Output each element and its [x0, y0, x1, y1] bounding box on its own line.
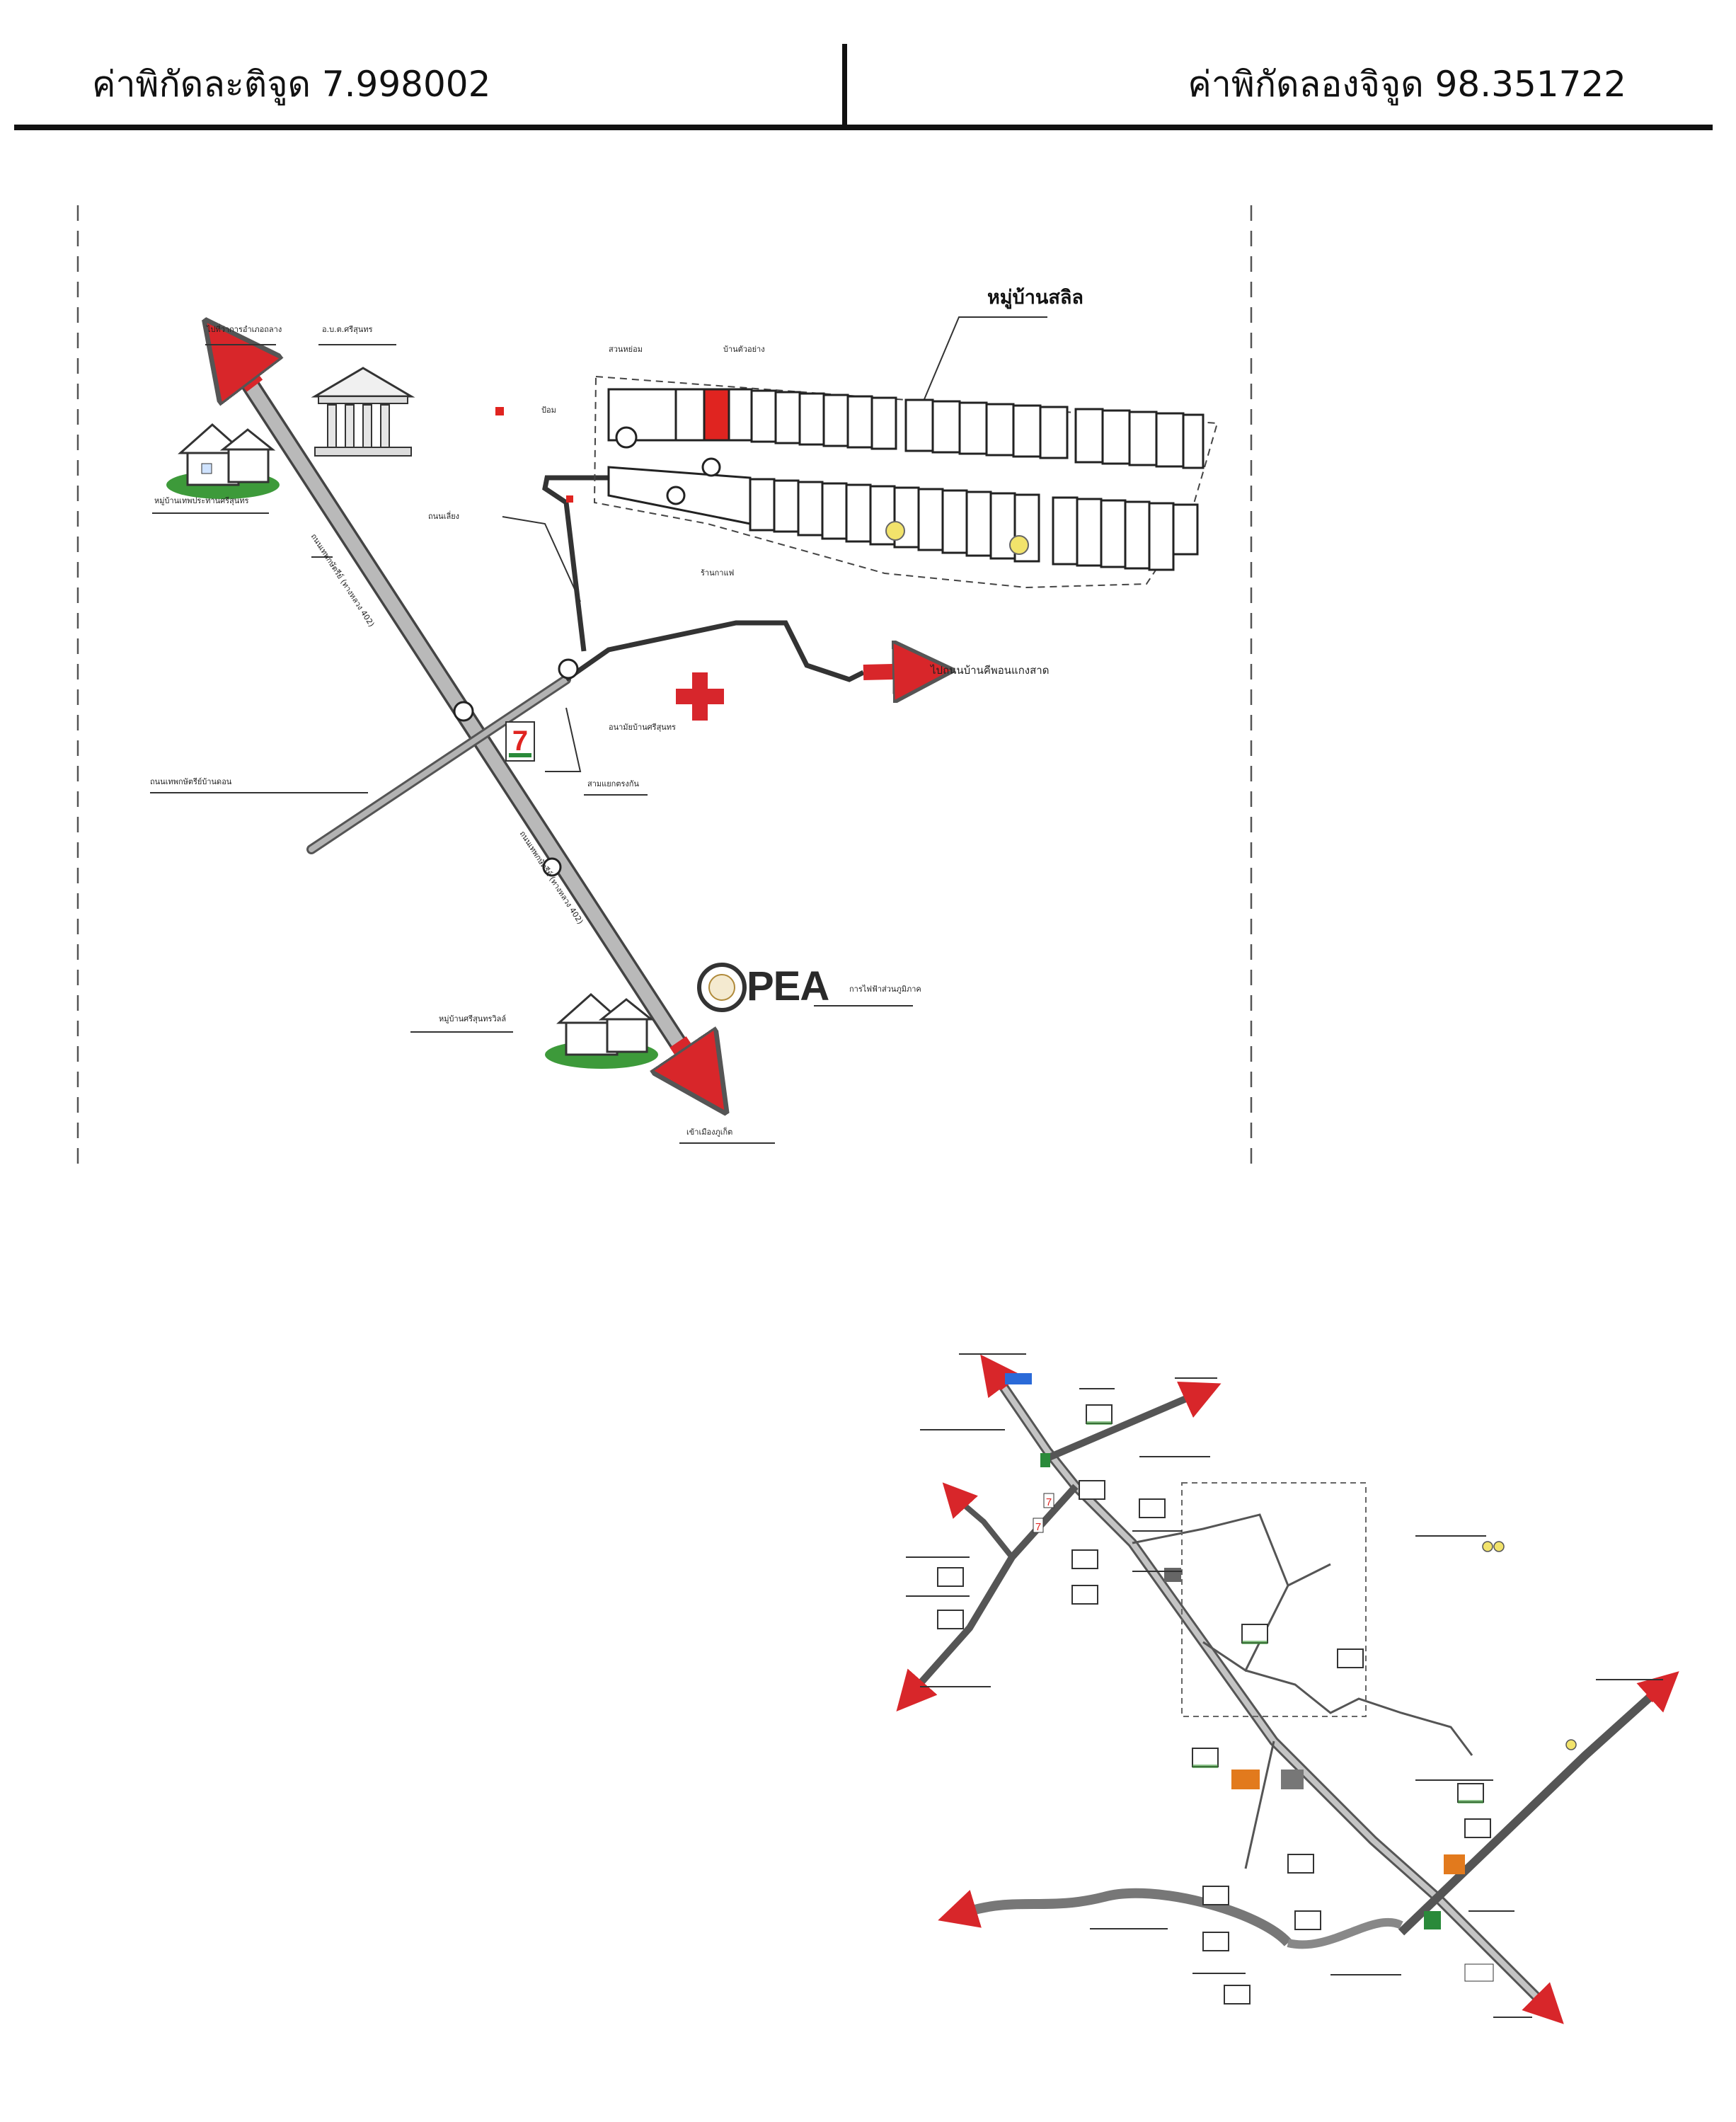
lower-landmark-icon	[1040, 1453, 1050, 1467]
label-west-road: ถนนเทพกษัตรีย์บ้านดอน	[150, 777, 232, 786]
lower-building-icon	[1464, 1963, 1494, 1982]
village-plots-upper	[607, 388, 1205, 469]
side-road-to-village	[542, 475, 645, 652]
lower-gray-landmark-icon	[1281, 1770, 1304, 1789]
district-office-icon	[311, 367, 415, 457]
lower-orange-landmark-icon	[1231, 1770, 1260, 1789]
house-icon	[937, 1404, 1491, 2005]
lower-shop-icon	[1444, 1854, 1465, 1874]
road-to-east	[564, 620, 865, 682]
lower-district-office-icon	[1164, 1568, 1181, 1582]
longitude-label: ค่าพิกัดลองจิจูด 98.351722	[1188, 64, 1626, 105]
village-plots-lower	[607, 466, 1199, 571]
label-house-top: บ้านตัวอย่าง	[723, 345, 765, 354]
label-hospital: อนามัยบ้านศรีสุนทร	[609, 723, 676, 732]
crossing-road	[306, 675, 571, 854]
label-pea-office: การไฟฟ้าส่วนภูมิภาค	[849, 985, 921, 994]
coin-marker-icon	[1482, 1541, 1577, 1750]
seven-eleven-icon: 7 7	[1033, 1493, 1054, 1533]
label-village-shop: ร้านกาแฟ	[701, 568, 735, 578]
red-arrow-icon-east	[863, 671, 924, 672]
svg-text:7: 7	[1035, 1521, 1041, 1533]
header-rule	[14, 125, 1713, 130]
house-icon	[166, 423, 280, 499]
coordinates-header: ค่าพิกัดละติจูด 7.998002 ค่าพิกัดลองจิจู…	[0, 0, 1736, 134]
label-park-top: สวนหย่อม	[609, 345, 643, 354]
label-to-north: ไปที่ว่าการอำเภอถลาง	[207, 325, 282, 334]
coin-marker-icon	[885, 521, 1029, 555]
red-arrow-icon-north	[228, 350, 255, 386]
lower-map-drawing: 7 7	[896, 1353, 1679, 2024]
label-west-village: หมู่บ้านเทพประทานศรีสุนทร	[154, 496, 249, 505]
village-name-label: หมู่บ้านสลิล	[987, 287, 1083, 309]
lower-area-map: 7 7	[835, 1288, 1698, 2067]
pea-logo-text: PEA	[747, 963, 829, 1009]
label-intersection: สามแยกตรงกัน	[587, 779, 639, 788]
latitude-label: ค่าพิกัดละติจูด 7.998002	[92, 64, 491, 105]
label-to-east: ไปถนนบ้านคีพอนแกงสาด	[931, 664, 1050, 677]
upper-map-drawing: 7	[76, 205, 1253, 1168]
clock-landmark-icon	[453, 426, 721, 877]
svg-text:7: 7	[512, 726, 528, 757]
village-boundary	[593, 375, 1219, 589]
label-south-village: หมู่บ้านศรีสุนทรวิลล์	[439, 1014, 507, 1023]
lower-green-landmark-icon	[1424, 1911, 1441, 1929]
lower-main-road	[996, 1379, 1548, 2008]
svg-text:7: 7	[1046, 1496, 1052, 1508]
red-arrow-icon-south	[678, 1042, 705, 1082]
header-divider	[842, 44, 847, 127]
lower-blue-sign-icon	[1005, 1373, 1032, 1384]
label-village-gate: ป้อม	[541, 406, 556, 415]
label-district-office: อ.บ.ต.ศรีสุนทร	[322, 325, 373, 334]
label-side-road: ถนนเลี่ยง	[428, 512, 460, 521]
lower-village-highlight	[1181, 1482, 1367, 1717]
seven-eleven-icon: 7	[505, 721, 535, 762]
upper-location-map: 7 หมู่บ้านสลิล PEA ไปที่ว่าการอำเภอ	[71, 198, 1274, 1175]
label-to-south: เข้าเมืองภูเก็ต	[686, 1128, 733, 1137]
pea-logo-icon	[697, 963, 747, 1012]
house-icon	[545, 992, 658, 1069]
hospital-cross-icon	[676, 672, 724, 721]
